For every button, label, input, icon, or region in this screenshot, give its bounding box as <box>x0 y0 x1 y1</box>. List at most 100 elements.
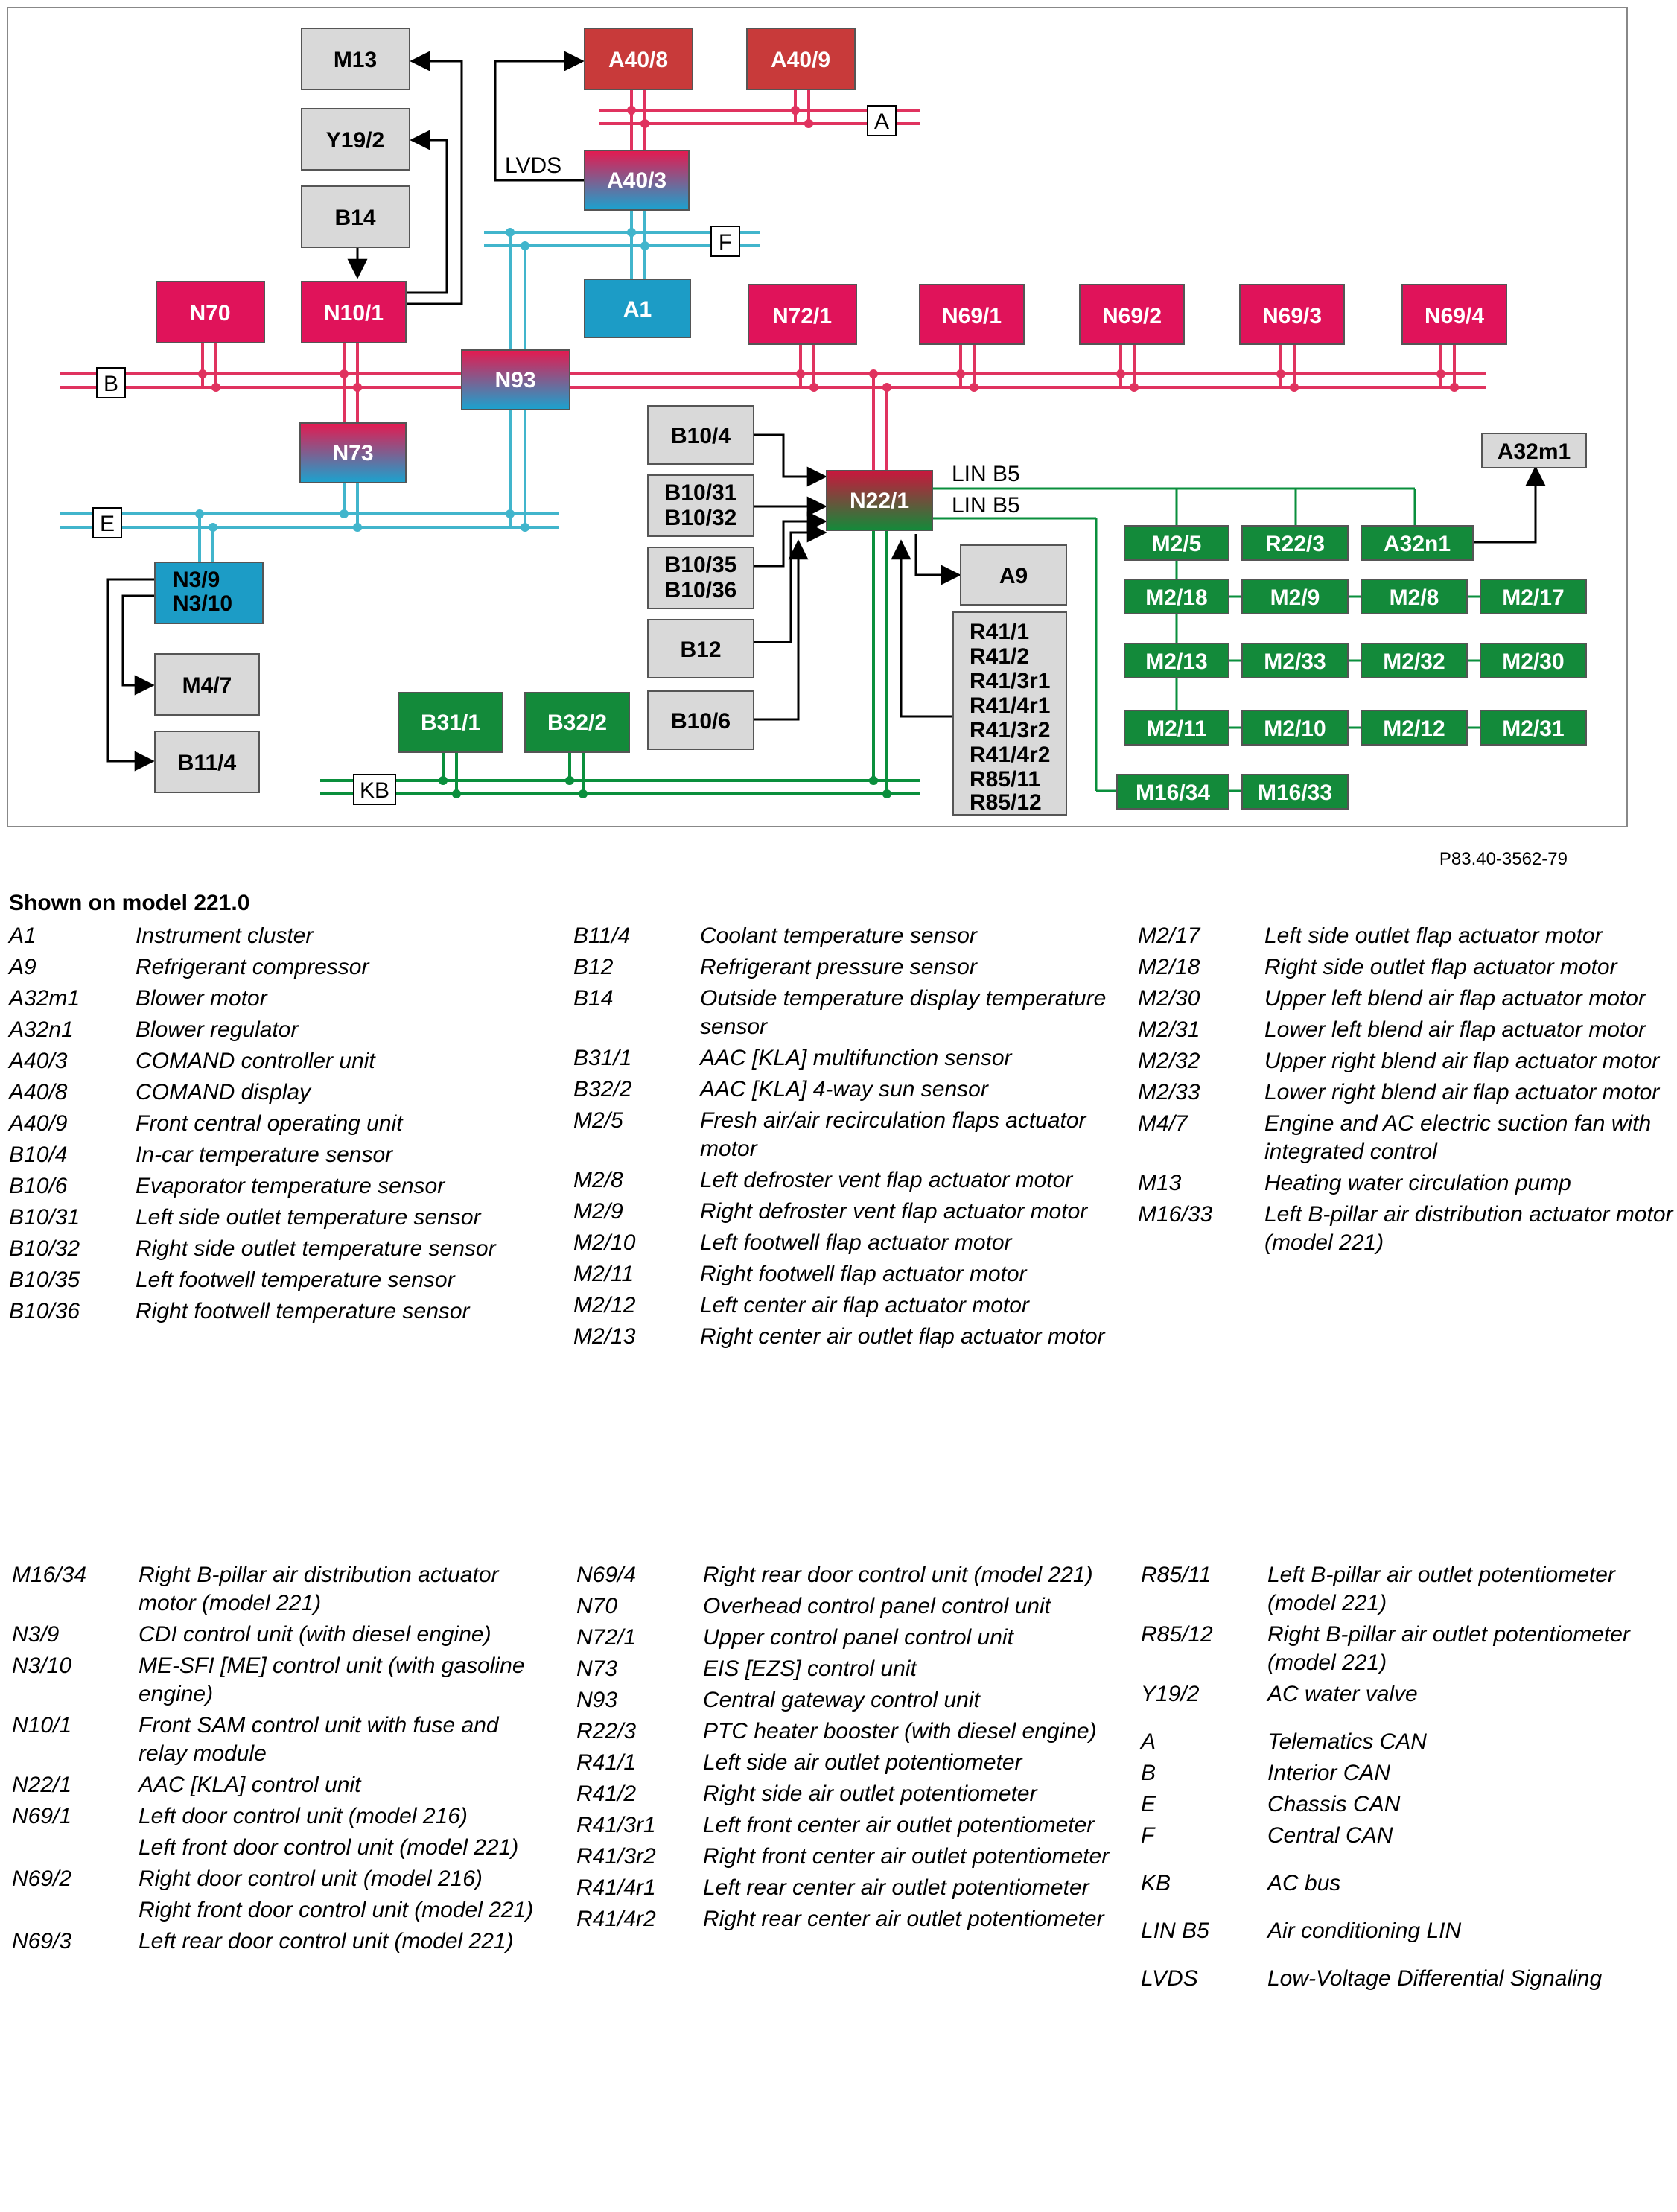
legend-description: EIS [EZS] control unit <box>703 1656 917 1681</box>
legend-code: M2/11 <box>573 1262 634 1286</box>
box-m2-10: M2/10 <box>1241 710 1349 746</box>
box-a9: A9 <box>960 544 1067 606</box>
legend-code: R41/1 <box>576 1750 637 1775</box>
box-a40-3: A40/3 <box>584 150 690 211</box>
legend-description: Left rear door control unit (model 221) <box>139 1929 514 1954</box>
svg-text:B12: B12 <box>680 638 721 662</box>
box-a40-8: A40/8 <box>584 28 693 90</box>
box-m13: M13 <box>301 28 410 90</box>
svg-text:M4/7: M4/7 <box>182 673 232 698</box>
legend-description: Left footwell temperature sensor <box>136 1268 455 1292</box>
legend-description: Right footwell temperature sensor <box>136 1299 470 1323</box>
bus-chassis-can <box>60 483 559 562</box>
svg-text:N10/1: N10/1 <box>324 301 384 325</box>
box-n72-1: N72/1 <box>748 284 857 345</box>
box-n22-1: N22/1 <box>826 470 933 531</box>
box-m2-8: M2/8 <box>1361 579 1468 614</box>
svg-text:M2/13: M2/13 <box>1145 649 1207 674</box>
legend-description: Left footwell flap actuator motor <box>700 1230 1012 1255</box>
box-b14: B14 <box>301 185 410 248</box>
svg-text:R22/3: R22/3 <box>1265 532 1325 556</box>
legend-code: N22/1 <box>12 1773 72 1797</box>
svg-text:N69/4: N69/4 <box>1425 304 1484 328</box>
legend-code: M4/7 <box>1138 1111 1188 1136</box>
svg-text:M2/12: M2/12 <box>1383 716 1445 741</box>
legend-description: ME-SFI [ME] control unit (with gasoline … <box>139 1653 525 1706</box>
legend-description: Left front center air outlet potentiomet… <box>703 1813 1095 1837</box>
legend-description: Left front door control unit (model 221) <box>139 1835 519 1860</box>
legend-description: Upper control panel control unit <box>703 1625 1013 1650</box>
svg-text:N72/1: N72/1 <box>772 304 832 328</box>
legend-description: AC bus <box>1267 1871 1341 1895</box>
svg-text:N69/3: N69/3 <box>1262 304 1322 328</box>
box-n73: N73 <box>299 422 407 483</box>
legend-entry: R41/4r1 Left rear center air outlet poten… <box>576 1874 1113 1902</box>
legend-code: A <box>1141 1729 1156 1754</box>
legend-code: B10/35 <box>9 1268 80 1292</box>
legend-code: A9 <box>9 955 36 979</box>
box-m16-34: M16/34 <box>1116 774 1229 810</box>
svg-text:M13: M13 <box>334 48 377 72</box>
box-a32n1: A32n1 <box>1361 525 1474 561</box>
legend-description: Left B-pillar air distribution actuator … <box>1264 1202 1673 1255</box>
svg-text:A32n1: A32n1 <box>1384 532 1451 556</box>
legend-description: Lower left blend air flap actuator motor <box>1264 1017 1646 1042</box>
legend-description: Central gateway control unit <box>703 1688 980 1712</box>
legend-code: A32n1 <box>9 1017 74 1042</box>
svg-text:A40/3: A40/3 <box>607 168 666 193</box>
box-b32-2: B32/2 <box>524 692 630 753</box>
svg-text:B10/32: B10/32 <box>665 506 737 530</box>
svg-text:B31/1: B31/1 <box>421 711 480 735</box>
svg-text:M2/8: M2/8 <box>1390 585 1439 610</box>
legend-code: N69/4 <box>576 1563 637 1587</box>
legend-description: Left rear center air outlet potentiomete… <box>703 1875 1089 1900</box>
legend-code: R41/4r1 <box>576 1875 656 1900</box>
legend-description: COMAND controller unit <box>136 1049 375 1073</box>
svg-text:R41/1: R41/1 <box>970 620 1029 644</box>
svg-text:A32m1: A32m1 <box>1498 439 1571 464</box>
legend-code: A40/8 <box>9 1080 68 1105</box>
legend-entry: Right front door control unit (model 221… <box>12 1896 548 1925</box>
legend-code: LVDS <box>1141 1966 1198 1991</box>
svg-text:B10/36: B10/36 <box>665 578 737 603</box>
legend-description: Instrument cluster <box>136 924 314 948</box>
legend-description: Front SAM control unit with fuse and rel… <box>139 1713 499 1766</box>
svg-text:N73: N73 <box>332 441 373 465</box>
legend-description: Interior CAN <box>1267 1761 1391 1785</box>
svg-text:R85/12: R85/12 <box>970 790 1042 815</box>
legend-code: Y19/2 <box>1141 1682 1200 1706</box>
legend-code: R41/2 <box>576 1782 637 1806</box>
legend-code: B11/4 <box>573 924 631 948</box>
legend-entry: Left front door control unit (model 221) <box>12 1834 548 1862</box>
legend-description: Refrigerant compressor <box>136 955 369 979</box>
svg-text:B10/4: B10/4 <box>671 424 731 448</box>
svg-text:Y19/2: Y19/2 <box>326 128 384 153</box>
legend-code: R41/4r2 <box>576 1907 656 1931</box>
legend-code <box>12 1896 139 1925</box>
